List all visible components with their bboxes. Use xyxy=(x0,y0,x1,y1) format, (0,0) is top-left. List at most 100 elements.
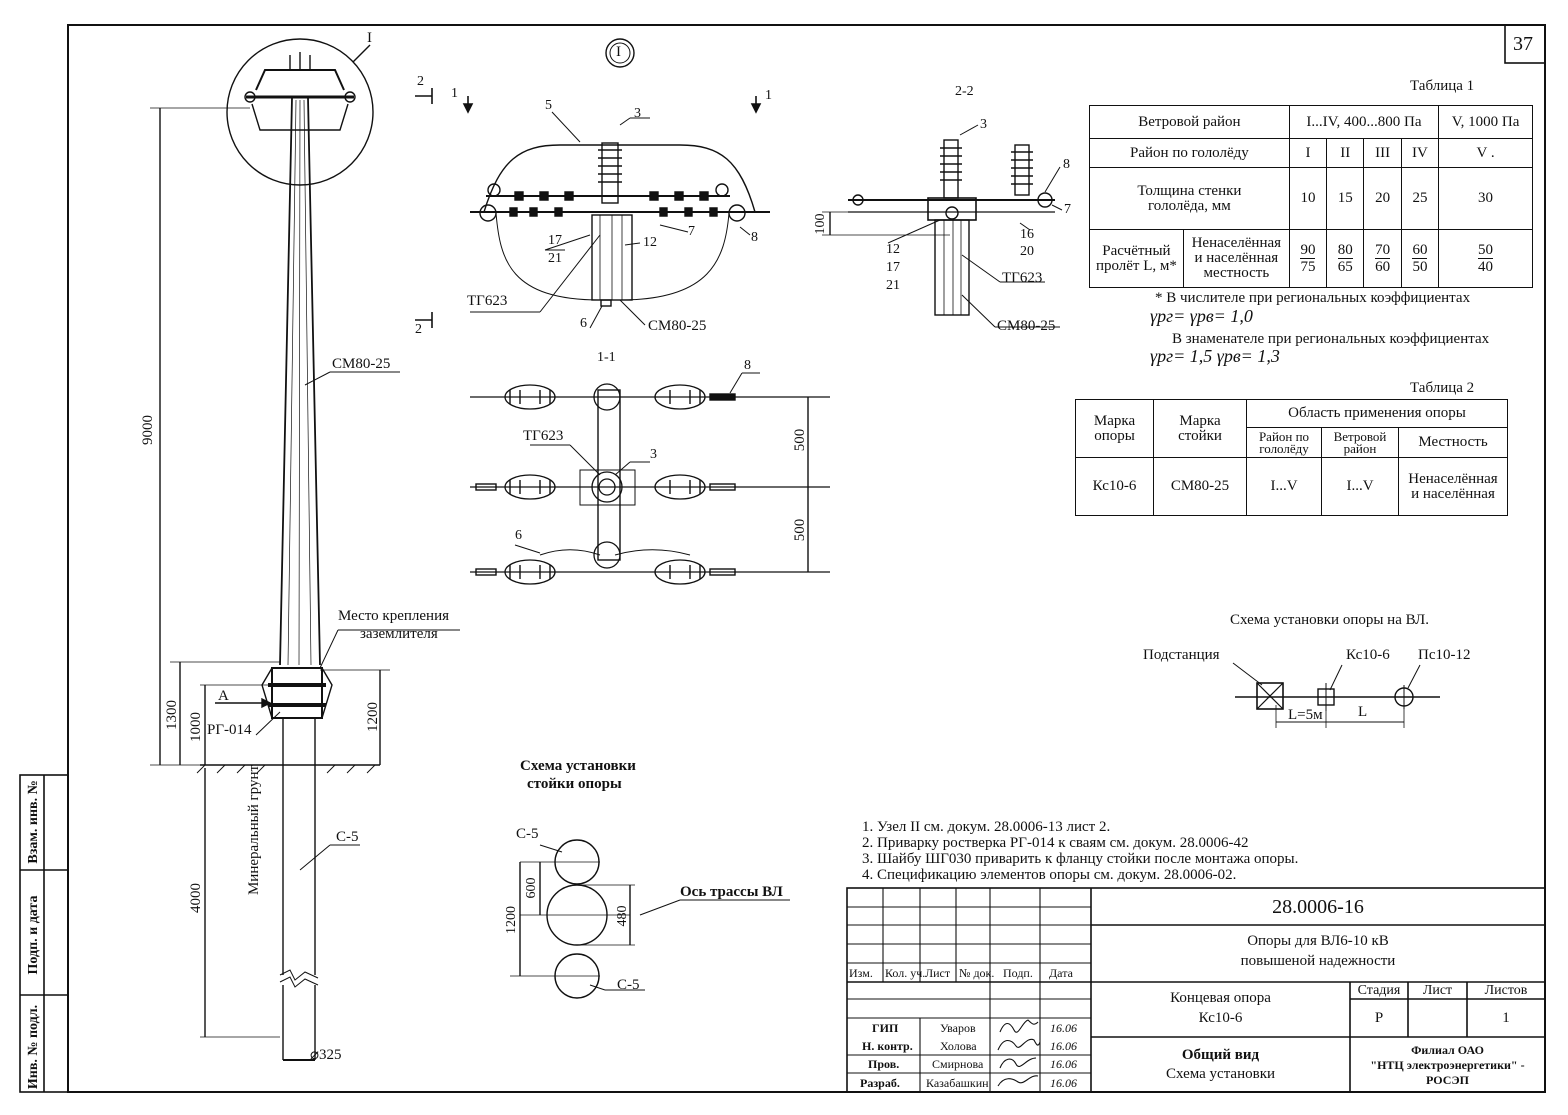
post-label: СМ80-25 xyxy=(332,356,391,372)
node-i-leader xyxy=(352,44,371,63)
name-ncontrol: Холова xyxy=(940,1039,977,1053)
sheets-header: Листов xyxy=(1484,983,1528,998)
sheets-value: 1 xyxy=(1502,1010,1510,1026)
line-scheme-span1: L=5м xyxy=(1288,707,1323,723)
sheet-name-1: Общий вид xyxy=(1181,1047,1260,1063)
table1-ice-1: I xyxy=(1288,138,1328,168)
dim-depth: 4000 xyxy=(188,883,204,913)
node-item-5: 5 xyxy=(545,98,552,113)
object-name-1: Концевая опора xyxy=(1170,990,1271,1006)
section-2-top: 2 xyxy=(417,74,424,89)
table2-h-wind-1: Ветровой xyxy=(1333,428,1387,444)
line-scheme xyxy=(1232,662,1440,728)
line-scheme-substation: Подстанция xyxy=(1143,647,1220,663)
table1-footnote-1: * В числителе при региональных коэффицие… xyxy=(1155,290,1471,306)
post-scheme-title-2: стойки опоры xyxy=(527,776,622,792)
table2-ice: I...V xyxy=(1246,457,1322,516)
name-author: Казабашкин xyxy=(926,1076,989,1090)
table1-span-3-num: 70 xyxy=(1375,242,1391,259)
section-2-2-item-21: 21 xyxy=(886,278,900,293)
table1-wind-val2: V, 1000 Па xyxy=(1438,105,1533,139)
line-scheme-intermediate: Пс10-12 xyxy=(1418,647,1471,663)
table1-area-header-3: местность xyxy=(1203,265,1270,281)
table1-area-header-2: и населённая xyxy=(1194,250,1279,266)
date-check: 16.06 xyxy=(1050,1057,1077,1071)
col-head-list: Лист xyxy=(925,966,951,980)
table1-footnote-3: В знаменателе при региональных коэффицие… xyxy=(1172,331,1490,347)
grillage-label: РГ-014 xyxy=(207,722,252,738)
stamp-inv-orig: Инв. № подл. xyxy=(26,1005,41,1089)
callout-i: I xyxy=(616,44,621,60)
dim-post-total: 1200 xyxy=(504,906,519,934)
table1-thick-4: 25 xyxy=(1400,167,1440,230)
note-4: 4. Спецификацию элементов опоры см. доку… xyxy=(862,867,1237,883)
table2-post: СМ80-25 xyxy=(1153,457,1247,516)
col-head-doc: № док. xyxy=(959,966,995,980)
table1-ice-3: III xyxy=(1363,138,1402,168)
node-item-8: 8 xyxy=(751,230,758,245)
stage-value: Р xyxy=(1374,1010,1384,1026)
table1-span-header-1: Расчётный xyxy=(1102,242,1171,259)
section-2-2-item-17: 17 xyxy=(886,260,900,275)
section-1-right: 1 xyxy=(765,88,772,103)
post-scheme-title-1: Схема установки xyxy=(520,758,636,774)
callout-i-inner-circle xyxy=(609,42,631,64)
date-author: 16.06 xyxy=(1050,1076,1077,1090)
table1-ice-4: IV xyxy=(1400,138,1440,168)
table2-h-post-2: стойки xyxy=(1178,427,1222,444)
dim-height-ring: 1000 xyxy=(188,712,204,742)
section-2-2-bracket: ТГ623 xyxy=(1002,270,1043,286)
post-scheme xyxy=(510,839,790,999)
section-2-2-item-16: 16 xyxy=(1020,227,1034,242)
section-2-2-view xyxy=(822,124,1063,328)
node-item-7: 7 xyxy=(688,224,695,239)
node-item-17: 17 xyxy=(548,233,562,248)
table2-h-ice-2: гололёду xyxy=(1259,440,1309,456)
pile-label: С-5 xyxy=(336,829,359,845)
table2-h-area: Местность xyxy=(1398,427,1508,458)
dim-1-1-upper: 500 xyxy=(792,429,808,452)
section-2-2-title: 2-2 xyxy=(955,84,974,99)
sheet-name-2: Схема установки xyxy=(1165,1066,1276,1082)
arrow-a-label: А xyxy=(218,688,229,704)
col-head-date: Дата xyxy=(1049,966,1073,980)
section-2-2-item-7: 7 xyxy=(1064,202,1071,217)
table2-h-post-1: Марка xyxy=(1179,412,1221,429)
table1-span-1-den: 75 xyxy=(1300,259,1316,275)
section-2-2-item-8: 8 xyxy=(1063,157,1070,172)
table1-thick-header-2: гололёда, мм xyxy=(1148,197,1231,214)
doc-title-1: Опоры для ВЛ6-10 кВ xyxy=(1247,933,1389,949)
col-head-kol: Кол. уч. xyxy=(885,966,926,980)
dim-height-upper: 1300 xyxy=(164,700,180,730)
sheet-number: 37 xyxy=(1513,33,1533,55)
sheet-frame xyxy=(67,24,1546,1093)
doc-number: 28.0006-16 xyxy=(1272,896,1364,918)
note-3: 3. Шайбу ШГ030 приварить к фланцу стойки… xyxy=(862,851,1299,867)
node-item-3: 3 xyxy=(634,106,641,121)
date-gip: 16.06 xyxy=(1050,1021,1077,1035)
dim-height-total: 9000 xyxy=(140,415,156,445)
org-line-3: РОСЭП xyxy=(1426,1073,1469,1087)
table2-h-scope: Область применения опоры xyxy=(1246,399,1508,428)
node-item-6: 6 xyxy=(580,316,587,331)
line-scheme-title: Схема установки опоры на ВЛ. xyxy=(1230,612,1429,628)
section-2-2-item-20: 20 xyxy=(1020,244,1034,259)
role-check: Пров. xyxy=(868,1057,900,1071)
node-item-21: 21 xyxy=(548,251,562,266)
title-block-grid xyxy=(846,887,1546,1093)
node-i-view xyxy=(470,111,770,329)
node-post: СМ80-25 xyxy=(648,318,707,334)
org-line-1: Филиал ОАО xyxy=(1411,1043,1484,1057)
table2-support: Кс10-6 xyxy=(1075,457,1154,516)
table1-wind-val1: I...IV, 400...800 Па xyxy=(1288,105,1440,139)
table1-thick-1: 10 xyxy=(1288,167,1328,230)
table1-footnote-2: γрг= γрв= 1,0 xyxy=(1150,306,1253,326)
section-1-1-view xyxy=(470,372,830,585)
